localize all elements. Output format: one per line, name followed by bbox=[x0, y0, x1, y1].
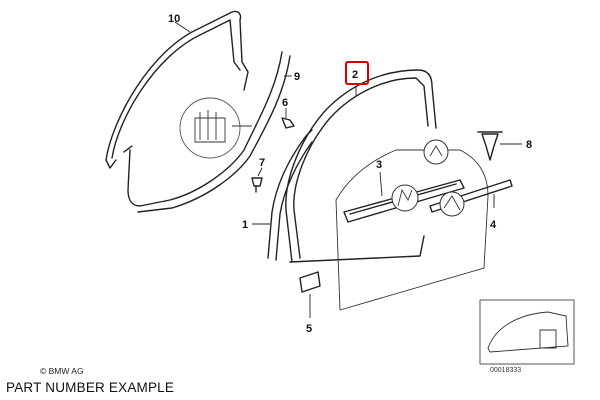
label-part-10[interactable]: 10 bbox=[168, 13, 180, 25]
label-part-9[interactable]: 9 bbox=[294, 71, 300, 83]
label-part-4[interactable]: 4 bbox=[490, 219, 497, 231]
leader-lines bbox=[174, 21, 522, 318]
label-part-1[interactable]: 1 bbox=[242, 219, 248, 231]
highlight-box-part-2 bbox=[345, 61, 369, 85]
label-part-7[interactable]: 7 bbox=[259, 157, 265, 169]
label-part-8[interactable]: 8 bbox=[526, 139, 532, 151]
part-7-push-pin[interactable] bbox=[251, 177, 263, 193]
part-9-channel-seal[interactable] bbox=[123, 51, 291, 213]
label-part-5[interactable]: 5 bbox=[306, 323, 312, 335]
caption: PART NUMBER EXAMPLE bbox=[6, 380, 175, 395]
part-1-pillar-seal[interactable] bbox=[267, 129, 313, 261]
part-8-expanding-clip[interactable] bbox=[477, 131, 503, 161]
label-part-3[interactable]: 3 bbox=[376, 159, 382, 171]
part-2-door-seal[interactable] bbox=[285, 69, 437, 263]
door-panel bbox=[335, 149, 489, 311]
part-10-frame-seal[interactable] bbox=[105, 10, 249, 169]
part-4-trim-strip[interactable] bbox=[429, 179, 513, 213]
reference-code: 00018333 bbox=[490, 367, 522, 374]
part-5-bracket[interactable] bbox=[299, 271, 321, 293]
label-part-6[interactable]: 6 bbox=[282, 97, 288, 109]
part-6-clip[interactable] bbox=[281, 117, 295, 129]
vehicle-thumbnail bbox=[479, 299, 575, 365]
copyright-notice: © BMW AG bbox=[40, 366, 84, 376]
label-part-2[interactable]: 2 bbox=[352, 69, 358, 81]
seal-detail-bubbles bbox=[391, 139, 465, 217]
detail-bubble bbox=[179, 97, 252, 159]
